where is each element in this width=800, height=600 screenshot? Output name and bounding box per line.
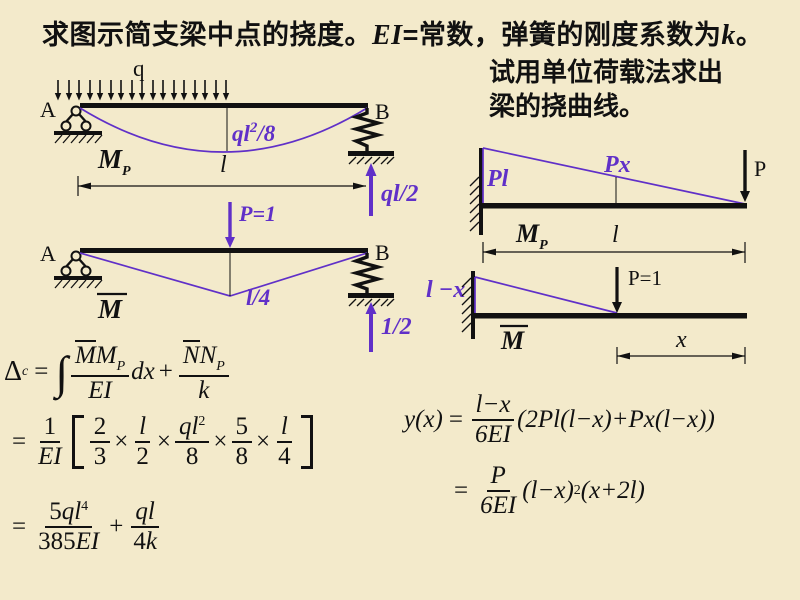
fraction-lx-6ei: l−x 6EI — [471, 391, 515, 449]
times: × — [213, 428, 228, 455]
times: × — [156, 428, 171, 455]
plus: + — [158, 358, 173, 386]
fraction-5ql4-385ei: 5ql4 385EI — [38, 498, 100, 555]
fixed-support-icon — [461, 271, 475, 339]
note-line-2: 梁的挠曲线。 — [489, 91, 646, 121]
reaction-arrow — [365, 163, 377, 216]
note-line-1: 试用单位荷载法求出 — [489, 57, 724, 87]
expression-tail-2: (x+2l) — [580, 477, 645, 504]
reaction-arrow — [365, 302, 377, 352]
dx-term: dx — [131, 358, 155, 386]
equals: = — [12, 428, 27, 455]
equals: = — [12, 513, 27, 540]
close-bracket — [300, 415, 313, 469]
expression-tail-1: (l−x) — [522, 477, 574, 504]
beam1-diagram: q A B ql2/8 MP l — [40, 56, 418, 216]
beam — [80, 248, 368, 253]
fraction-2-3: 2 3 — [89, 413, 111, 471]
load-q-label: q — [133, 56, 145, 81]
span-dimension — [77, 176, 366, 196]
moment-triangle — [79, 252, 368, 297]
reaction-label: 1/2 — [381, 314, 412, 340]
times: × — [256, 428, 271, 455]
squared-exponent: 2 — [573, 483, 581, 498]
beam — [80, 103, 368, 108]
span-label: l — [220, 152, 227, 178]
delta-subscript: c — [22, 364, 29, 380]
fraction-l-2: l 2 — [135, 413, 151, 470]
spring-icon — [348, 108, 395, 165]
fraction-mmp-ei: MMP EI — [70, 340, 130, 405]
page-title: 求图示简支梁中点的挠度。EI=常数，弹簧的刚度系数为k。 — [42, 13, 763, 52]
title-ei-symbol: EI — [372, 20, 403, 51]
method-note: 试用单位荷载法求出 梁的挠曲线。 — [489, 55, 723, 123]
fraction-5-8: 5 8 — [231, 413, 252, 471]
times: × — [114, 428, 129, 455]
title-text: 求图示简支梁中点的挠度。 — [42, 20, 372, 50]
open-bracket — [71, 415, 84, 469]
spring-icon — [348, 253, 395, 307]
moment-triangle — [474, 276, 618, 314]
moment-triangle — [482, 147, 746, 205]
delta-symbol: Δ — [4, 356, 23, 388]
distributed-load-arrows — [53, 79, 230, 102]
moment-value-label: l/4 — [246, 285, 270, 310]
title-text-2: =常数，弹簧的刚度系数为 — [402, 20, 722, 50]
plus: + — [109, 513, 124, 540]
fraction-ql2-8: ql2 8 — [174, 413, 210, 471]
beam2-diagram: P=1 A B l/4 M — [40, 201, 412, 352]
fraction-1-ei: 1 EI — [38, 413, 62, 470]
yx-term: y(x) — [404, 406, 443, 433]
title-k-symbol: k — [721, 20, 736, 51]
mp-symbol: MP — [97, 144, 131, 179]
moment-peak-label: ql2/8 — [232, 120, 276, 146]
title-period: 。 — [735, 20, 764, 50]
fraction-nnp-k: NNP k — [178, 340, 229, 405]
mp-symbol: MP — [515, 219, 548, 253]
moment-left-label: l −x — [426, 277, 465, 303]
load-label: P — [754, 156, 766, 181]
pin-support-icon — [54, 105, 103, 144]
formula-deflection-curve-simplified: = P 6EI (l−x)2(x+2l) — [448, 462, 645, 520]
svg-text:M: M — [500, 326, 525, 355]
support-a-label: A — [40, 97, 56, 122]
unit-load-label: P=1 — [238, 201, 276, 226]
x-dimension — [616, 347, 746, 364]
beam — [475, 313, 747, 319]
support-b-label: B — [375, 99, 390, 124]
pin-support-icon — [54, 250, 103, 289]
fraction-ql-4k: ql 4k — [131, 498, 159, 555]
support-a-label: A — [40, 241, 56, 266]
fixed-support-icon — [469, 148, 483, 235]
span-dimension — [482, 242, 746, 263]
fraction-l-4: l 4 — [276, 413, 292, 470]
moment-mid-label: Px — [603, 152, 631, 178]
expression-tail: (2Pl(l−x)+Px(l−x)) — [517, 406, 715, 433]
unit-load-label: P=1 — [628, 266, 662, 290]
formula-deflection-curve: y(x) = l−x 6EI (2Pl(l−x)+Px(l−x)) — [404, 391, 715, 449]
formula-integration: = 1 EI 2 3 × l 2 × ql2 8 × 5 8 × l 4 — [6, 413, 317, 471]
mbar-symbol: M — [97, 292, 127, 324]
unit-load-arrow — [612, 267, 622, 313]
svg-text:M: M — [97, 294, 123, 324]
equals: = — [448, 406, 463, 433]
equals: = — [34, 358, 49, 386]
equals: = — [454, 477, 469, 504]
reaction-label: ql/2 — [381, 181, 418, 207]
fraction-p-6ei: P 6EI — [480, 462, 517, 519]
support-b-label: B — [375, 240, 390, 265]
load-arrow — [740, 150, 750, 202]
beam — [481, 203, 747, 209]
unit-load-arrow — [225, 202, 235, 248]
span-label: l — [612, 222, 619, 248]
x-dimension-label: x — [675, 327, 687, 353]
formula-result: = 5ql4 385EI + ql 4k — [6, 498, 163, 556]
moment-parabola — [79, 107, 368, 153]
beam4-diagram: l −x P=1 M x — [426, 266, 747, 364]
beam3-diagram: Pl Px P MP l — [469, 147, 766, 263]
moment-left-label: Pl — [486, 166, 509, 192]
integral-sign: ∫ — [55, 346, 68, 398]
mbar-symbol: M — [500, 324, 528, 355]
